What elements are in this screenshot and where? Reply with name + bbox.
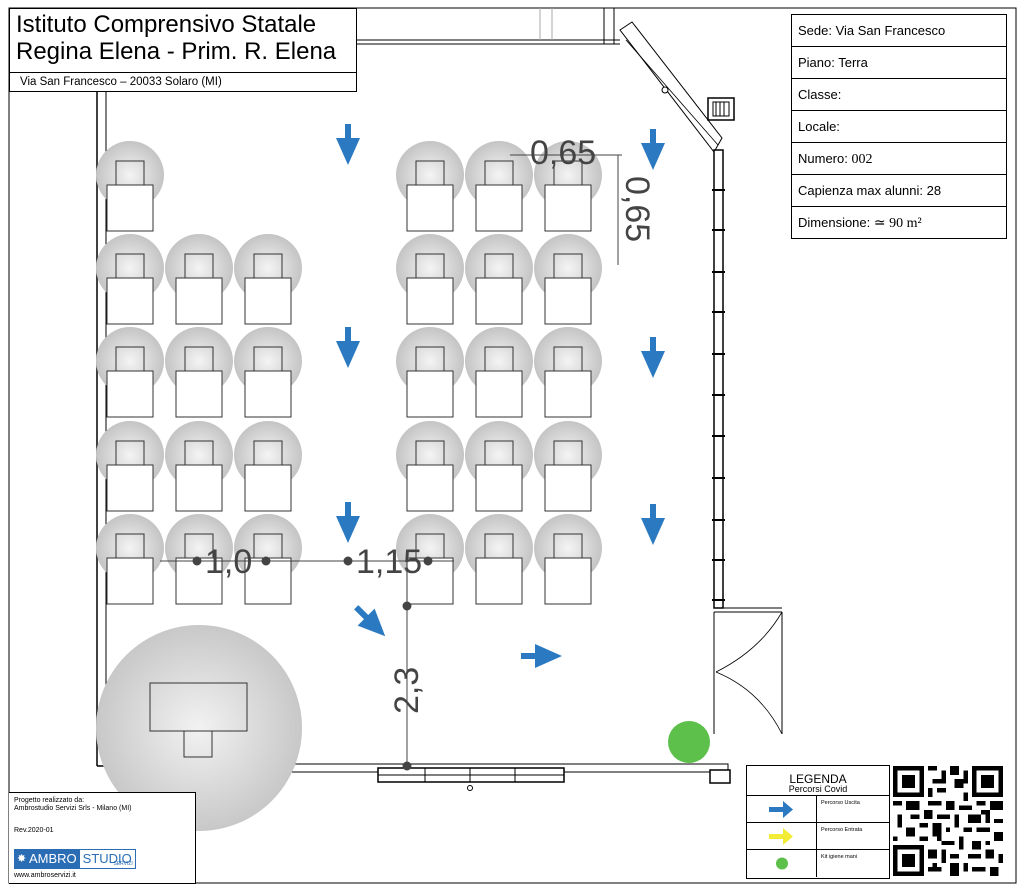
legend-row-kit: Kit igiene mani: [747, 850, 889, 877]
desk-icon: [395, 140, 465, 232]
info-locale: Locale:: [792, 111, 1006, 143]
info-dimensione-value: ≃ 90 m²: [873, 216, 922, 231]
dimension-label-aisle: 1,15: [356, 543, 422, 581]
credits-line1: Progetto realizzato da:: [14, 797, 85, 804]
credits-line2: Ambrostudio Servizi Srls - Milano (MI): [14, 805, 132, 812]
info-numero-label: Numero:: [798, 151, 852, 166]
info-dimensione-label: Dimensione:: [798, 215, 874, 230]
desk-icon: [233, 420, 303, 512]
logo-left: AMBRO: [15, 850, 80, 868]
dimension-label-top-v: 0,65: [618, 176, 656, 242]
qr-code-icon[interactable]: [893, 766, 1003, 876]
desk-icon: [533, 420, 603, 512]
exit-arrow-icon: [354, 605, 386, 637]
legend-title: LEGENDA: [789, 772, 847, 786]
desk-icon: [395, 233, 465, 325]
room-info-table: Sede: Via San Francesco Piano: Terra Cla…: [791, 14, 1007, 239]
exit-arrow-icon: [641, 504, 665, 545]
info-capienza: Capienza max alunni: 28: [792, 175, 1006, 207]
desk-icon: [533, 513, 603, 605]
info-sede: Sede: Via San Francesco: [792, 15, 1006, 47]
website-link[interactable]: www.ambroservizi.it: [14, 872, 76, 879]
desk-icon: [533, 233, 603, 325]
desk-icon: [164, 420, 234, 512]
desk-icon: [395, 420, 465, 512]
dimension-lines: [160, 154, 622, 771]
desk-icon: [164, 233, 234, 325]
school-name-line1: Istituto Comprensivo Statale: [16, 11, 317, 38]
teacher-desk: [96, 625, 302, 831]
info-classe: Classe:: [792, 79, 1006, 111]
legend-label-kit: Kit igiene mani: [821, 854, 858, 860]
exit-arrow-icon: [641, 337, 665, 378]
exit-arrow-icon: [769, 801, 793, 818]
legend-header: LEGENDA Percorsi Covid: [747, 766, 889, 796]
info-piano: Piano: Terra: [792, 47, 1006, 79]
legend-row-exit: Percorso Uscita: [747, 796, 889, 823]
dimension-label-teacher: 2,3: [388, 667, 426, 714]
logo-right: STUDIO: [82, 851, 132, 866]
exit-arrow-icon: [641, 129, 665, 170]
exit-arrow-icon: [336, 124, 360, 165]
legend-label-entry: Percorso Entrata: [821, 827, 863, 833]
info-numero-value: 002: [851, 152, 873, 167]
exit-arrow-icon: [336, 502, 360, 543]
legend-label-exit: Percorso Uscita: [821, 800, 860, 806]
door-icon: [713, 607, 783, 735]
desk-icon: [464, 420, 534, 512]
desk-icon: [464, 326, 534, 418]
legend: LEGENDA Percorsi Covid Percorso Uscita P…: [746, 765, 890, 879]
exit-arrow-icon: [521, 644, 562, 668]
desk-icon: [164, 326, 234, 418]
logo-small: SERVIZI: [113, 861, 133, 867]
entry-arrow-icon: [769, 828, 793, 845]
exit-arrows: [336, 124, 665, 668]
desk-icon: [233, 326, 303, 418]
desk-icon: [464, 513, 534, 605]
info-dimensione: Dimensione: ≃ 90 m²: [792, 207, 1006, 238]
info-numero: Numero: 002: [792, 143, 1006, 175]
school-address: Via San Francesco – 20033 Solaro (MI): [10, 72, 356, 91]
legend-row-entry: Percorso Entrata: [747, 823, 889, 850]
credits-block: Progetto realizzato da: Ambrostudio Serv…: [9, 792, 196, 884]
dimension-label-top-h: 0,65: [530, 134, 596, 172]
title-block: Istituto Comprensivo Statale Regina Elen…: [9, 8, 357, 92]
dimension-label-left: 1,0: [205, 543, 252, 581]
school-name-line2: Regina Elena - Prim. R. Elena: [16, 38, 337, 65]
revision-label: Rev.2020-01: [14, 827, 54, 834]
desk-icon: [533, 326, 603, 418]
desk-icon: [395, 326, 465, 418]
legend-subtitle: Percorsi Covid: [788, 784, 848, 794]
sanitizer-kit-icon: [776, 857, 788, 870]
desk-icon: [464, 233, 534, 325]
desk-icon: [233, 233, 303, 325]
sanitizer-kit-icon: [668, 721, 710, 763]
room-walls: [96, 8, 783, 791]
exit-arrow-icon: [336, 327, 360, 368]
